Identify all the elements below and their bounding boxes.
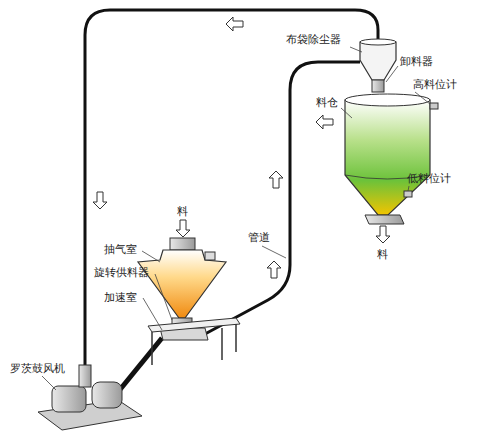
suction-port [205,252,215,260]
blower-silencer [79,365,91,387]
material-arrow [176,220,190,237]
return-pipe [85,10,378,370]
part-label: 料仓 [316,96,338,109]
part-label: 低料位计 [407,172,451,185]
feed-inlet [170,238,195,250]
bag-filter [360,42,396,80]
flow-arrow [93,192,107,209]
stand-legs [152,324,236,365]
leader-line [155,274,172,320]
blower-body [92,382,122,408]
part-label: 旋转供料器 [94,266,149,279]
high-level-sensor [430,103,438,109]
silo [345,100,430,215]
conveying-pipe [205,62,360,334]
stand-leg [235,324,237,352]
part-label: 抽气室 [104,243,137,256]
leader-line [42,376,56,390]
flow-arrow [267,261,281,278]
flow-arrow [269,171,283,188]
air-pipe [118,338,162,392]
leader-line [143,298,162,330]
part-label: 加速室 [104,291,137,304]
part-label: 料 [377,248,388,261]
leader-line [142,251,160,262]
part-label: 高料位计 [413,78,457,91]
stand-leg [151,332,153,365]
leader-line [262,246,286,258]
low-level-sensor [404,191,412,197]
part-label: 布袋除尘器 [286,33,341,46]
part-label: 料 [177,205,188,218]
part-label: 罗茨鼓风机 [10,362,65,375]
suction-chamber [138,250,226,318]
leader-line [415,92,430,104]
blower-motor [52,386,86,412]
part-label: 卸料器 [400,55,433,68]
leader-line [350,47,362,52]
leader-line [408,186,409,191]
discharger [372,80,384,92]
leader-line [341,108,352,118]
flow-arrow [226,17,243,31]
silo-top [345,94,430,106]
leader-line [386,66,398,82]
stand-leg [221,328,223,360]
leader-lines [42,47,430,390]
silo-outlet [365,215,404,224]
material-arrow [376,226,390,243]
bag-filter-top [360,39,396,45]
part-label: 管道 [248,231,270,244]
flow-arrow [316,115,333,129]
